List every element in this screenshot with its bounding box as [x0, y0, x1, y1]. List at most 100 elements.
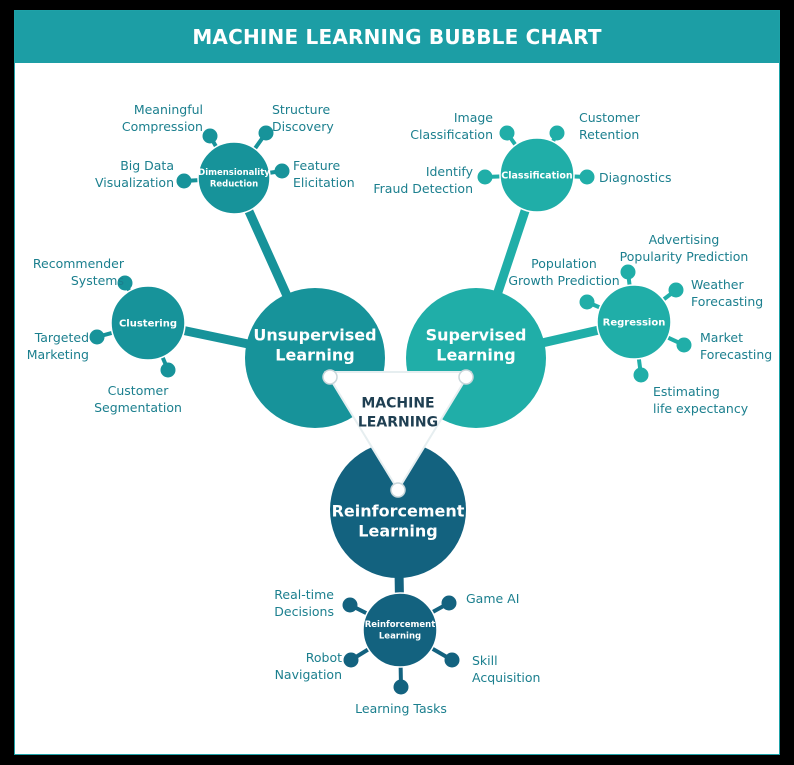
- leaf-dot-advertising_popularity_prediction: [620, 264, 636, 280]
- leaf-dot-meaningful_compression: [202, 128, 218, 144]
- leaf-dot-weather_forecasting: [668, 282, 684, 298]
- sub-label-dimensionality-line: Dimensionality: [198, 168, 270, 178]
- leaf-label-line: Classification: [410, 126, 493, 142]
- leaf-dot-skill_acquisition: [444, 652, 460, 668]
- leaf-dot-robot_navigation: [343, 652, 359, 668]
- sub-label-reinforcement_sub-line: Learning: [379, 632, 421, 642]
- sub-label-clustering: Clustering: [119, 319, 177, 330]
- leaf-label-line: Forecasting: [700, 346, 773, 362]
- sub-label-reinforcement_sub-line: Reinforcement: [365, 620, 436, 630]
- leaf-label-line: Identify: [425, 164, 473, 179]
- leaf-dot-customer_retention: [549, 125, 565, 141]
- leaf-label-line: Image: [453, 110, 493, 125]
- main-label-supervised-line: Supervised: [426, 326, 527, 345]
- leaf-label-line: Population: [531, 256, 597, 271]
- title-bar: MACHINE LEARNING BUBBLE CHART: [15, 11, 779, 63]
- leaf-label-learning_tasks: Learning Tasks: [355, 701, 447, 718]
- main-label-unsupervised-line: Learning: [275, 346, 354, 365]
- sub-label-clustering-line: Clustering: [119, 319, 177, 330]
- leaf-dot-targeted_marketing: [89, 329, 105, 345]
- leaf-label-line: Elicitation: [293, 174, 355, 190]
- triangle-corner-dot: [390, 482, 406, 498]
- leaf-label-line: Compression: [121, 118, 203, 134]
- leaf-dot-population_growth_prediction: [579, 294, 595, 310]
- leaf-dot-market_forecasting: [676, 337, 692, 353]
- center-triangle: [324, 371, 472, 492]
- center-label: MACHINE LEARNING: [358, 395, 438, 430]
- sub-bubble-reinforcement_sub: [362, 592, 438, 668]
- leaf-dot-estimating_life_expectancy: [633, 367, 649, 383]
- main-label-reinforcement-line: Reinforcement: [332, 502, 465, 521]
- leaf-label-line: Real-time: [274, 587, 334, 602]
- sub-bubble-clustering: [110, 285, 186, 361]
- leaf-dot-learning_tasks: [393, 679, 409, 695]
- leaf-dot-game_ai: [441, 595, 457, 611]
- leaf-label-line: Feature: [293, 158, 341, 173]
- leaf-label-line: Marketing: [26, 346, 89, 362]
- sub-label-classification-line: Classification: [501, 170, 573, 181]
- leaf-label-line: Weather: [691, 277, 744, 292]
- center-label-line: LEARNING: [358, 414, 438, 430]
- sub-bubble-classification: [499, 137, 575, 213]
- leaf-label-line: Popularity Prediction: [619, 248, 749, 264]
- triangle-corner-dot: [458, 369, 474, 385]
- leaf-label-line: Segmentation: [94, 399, 182, 415]
- leaf-dot-identify_fraud_detection: [477, 169, 493, 185]
- leaf-dot-big_data_visualization: [176, 173, 192, 189]
- leaf-dot-customer_segmentation: [160, 362, 176, 378]
- leaf-label-line: Big Data: [120, 158, 174, 173]
- leaf-label-line: life expectancy: [653, 400, 749, 416]
- center-label-line: MACHINE: [361, 395, 434, 411]
- leaf-label-line: Advertising: [648, 232, 720, 247]
- leaf-label-line: Systems: [70, 272, 124, 288]
- leaf-label-line: Robot: [305, 650, 342, 665]
- leaf-label-line: Meaningful: [133, 102, 203, 117]
- leaf-label-diagnostics: Diagnostics: [599, 170, 672, 187]
- sub-label-regression: Regression: [603, 318, 666, 329]
- leaf-label-line: Customer: [579, 110, 640, 125]
- leaf-dot-diagnostics: [579, 169, 595, 185]
- leaf-label-line: Visualization: [95, 174, 174, 190]
- leaf-label-line: Learning Tasks: [355, 701, 447, 716]
- main-label-unsupervised-line: Unsupervised: [253, 326, 376, 345]
- triangle-corner-dot: [322, 369, 338, 385]
- leaf-label-line: Growth Prediction: [508, 272, 620, 288]
- leaf-label-line: Retention: [579, 126, 640, 142]
- leaf-label-line: Market: [700, 330, 743, 345]
- leaf-label-line: Diagnostics: [599, 170, 672, 185]
- leaf-label-line: Recommender: [32, 256, 124, 271]
- sub-label-classification: Classification: [501, 170, 573, 181]
- leaf-dot-recommender_systems: [117, 275, 133, 291]
- sub-label-regression-line: Regression: [603, 318, 666, 329]
- leaf-label-line: Customer: [107, 383, 169, 398]
- leaf-label-line: Navigation: [274, 666, 342, 682]
- leaf-label-game_ai: Game AI: [466, 591, 519, 608]
- leaf-label-line: Acquisition: [472, 669, 541, 685]
- leaf-label-line: Fraud Detection: [373, 180, 473, 196]
- sub-label-dimensionality-line: Reduction: [210, 180, 258, 190]
- leaf-dot-structure_discovery: [258, 125, 274, 141]
- leaf-label-line: Structure: [272, 102, 331, 117]
- sub-bubble-dimensionality: [197, 141, 271, 215]
- leaf-label-line: Discovery: [272, 118, 334, 134]
